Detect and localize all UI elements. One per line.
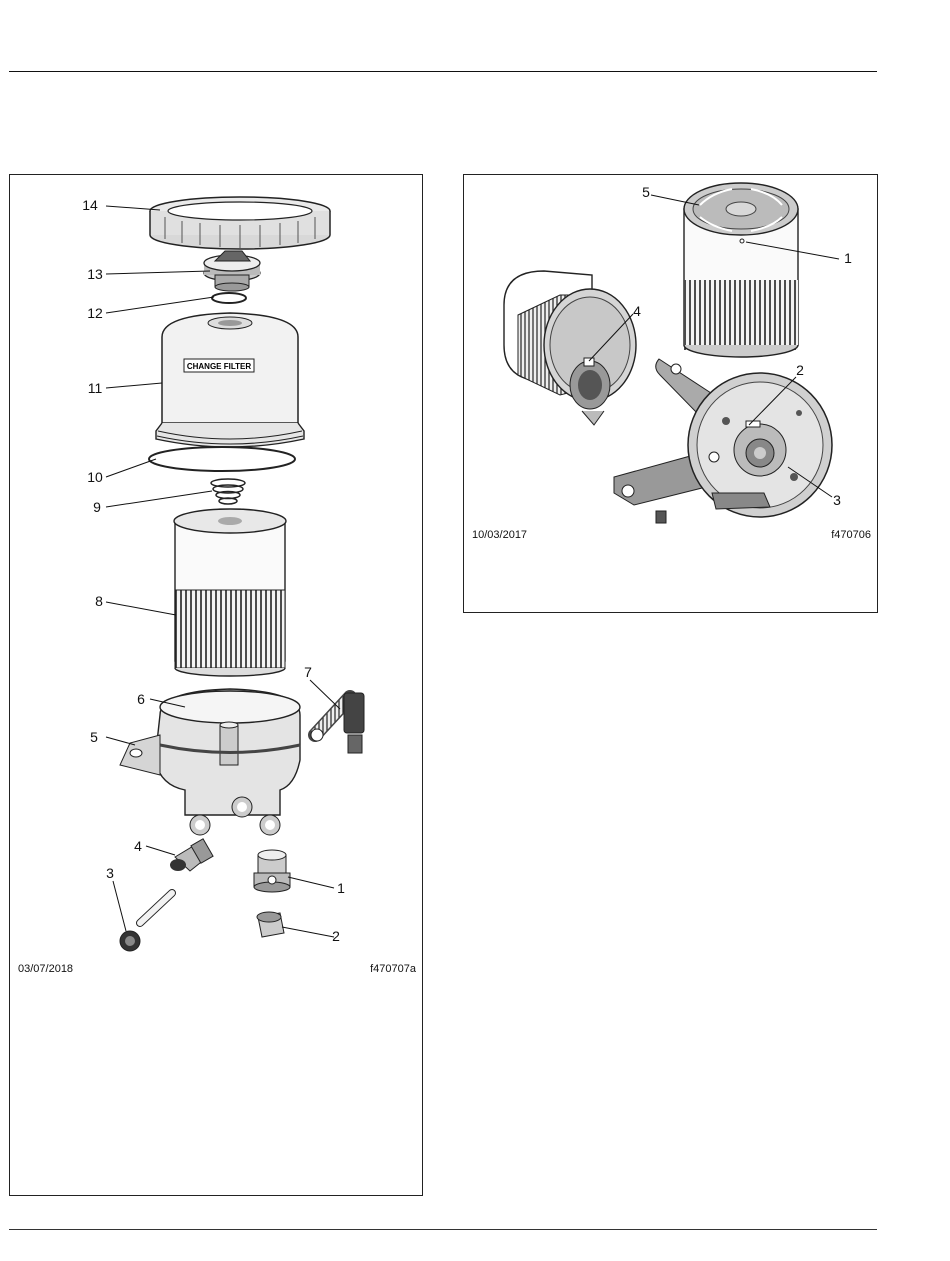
callout-12: 12 — [87, 305, 103, 321]
filter-element-upright — [684, 183, 798, 357]
callout-11: 11 — [88, 380, 103, 396]
figure-id: f470707a — [370, 963, 416, 975]
detail-callout-3: 3 — [833, 492, 841, 508]
detail-callout-5: 5 — [642, 184, 650, 200]
vent-cap-part — [204, 251, 260, 291]
spring-part — [211, 479, 245, 504]
heater-connector-part — [311, 693, 364, 753]
figure-date: 03/07/2018 — [18, 963, 73, 975]
callout-3: 3 — [106, 865, 114, 881]
detail-callout-4: 4 — [633, 303, 641, 319]
callout-10: 10 — [87, 469, 103, 485]
small-o-ring-part — [212, 293, 246, 303]
probe-part — [120, 893, 172, 951]
detail-figure-id: f470706 — [831, 529, 871, 541]
exploded-view-panel: CHANGE FILTER — [9, 174, 423, 1196]
callout-5: 5 — [90, 729, 98, 745]
filter-element-part — [174, 509, 286, 676]
footer-rule — [9, 1229, 877, 1230]
callout-8: 8 — [95, 593, 103, 609]
callout-9: 9 — [93, 499, 101, 515]
large-o-ring-part — [149, 447, 295, 471]
callout-14: 14 — [82, 197, 98, 213]
protective-cap-part — [257, 912, 284, 937]
callout-13: 13 — [87, 266, 103, 282]
callout-6: 6 — [137, 691, 145, 707]
filter-housing-part: CHANGE FILTER — [156, 313, 304, 447]
filter-base-bracket — [614, 359, 832, 523]
callout-7: 7 — [304, 664, 312, 680]
filter-element-side — [504, 271, 636, 425]
exploded-view-illustration: CHANGE FILTER — [10, 175, 422, 1195]
collar-ring-part — [150, 197, 330, 249]
detail-figure-date: 10/03/2017 — [472, 529, 527, 541]
filter-base-part — [120, 689, 300, 835]
callout-1: 1 — [337, 880, 345, 896]
filter-detail-illustration: 5 1 4 2 3 — [464, 175, 877, 612]
callout-4: 4 — [134, 838, 142, 854]
adapter-fitting-part — [170, 839, 213, 871]
callout-2: 2 — [332, 928, 340, 944]
detail-callout-2: 2 — [796, 362, 804, 378]
detail-callout-1: 1 — [844, 250, 852, 266]
header-rule — [9, 71, 877, 72]
change-filter-label: CHANGE FILTER — [187, 362, 252, 371]
male-fitting-part — [254, 850, 290, 892]
filter-detail-panel: 5 1 4 2 3 10/03/2017 f470706 — [463, 174, 878, 613]
